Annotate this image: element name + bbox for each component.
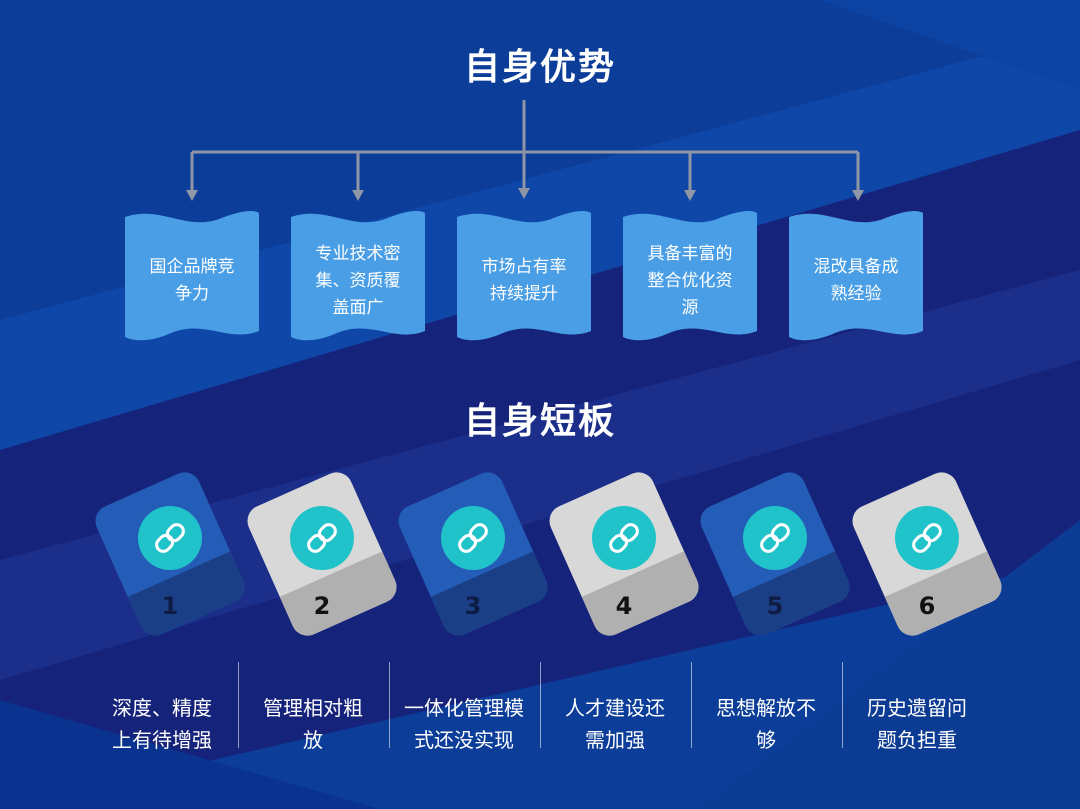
link-icon <box>458 523 488 553</box>
banner-shape <box>457 211 591 341</box>
link-icon-circle <box>441 506 505 570</box>
banner-shape <box>291 211 425 341</box>
tag-number: 1 <box>161 592 179 620</box>
separator-line <box>238 662 239 748</box>
advantage-banner-reform-experience: 混改具备成熟经验 <box>783 205 929 347</box>
text-line: 混改具备成 <box>813 257 899 277</box>
text-line: 一体化管理模 <box>404 696 524 720</box>
text-line: 盖面广 <box>332 297 384 318</box>
link-icon-circle <box>895 506 959 570</box>
link-icon-circle <box>138 506 202 570</box>
text-line: 熟经验 <box>830 284 882 304</box>
advantages-title: 自身优势 <box>463 47 616 88</box>
tag-number: 5 <box>766 592 784 620</box>
link-icon-circle <box>592 506 656 570</box>
weakness-tag-3: 3 <box>393 467 553 641</box>
text-line: 人才建设还 <box>565 696 665 720</box>
text-line: 够 <box>756 728 776 752</box>
text-line: 题负担重 <box>877 728 957 752</box>
advantage-banner-resources: 具备丰富的整合优化资源 <box>617 205 763 347</box>
banner-shape <box>789 211 923 341</box>
text-line: 专业技术密 <box>315 243 401 264</box>
weakness-text-5: 思想解放不够 <box>696 692 836 756</box>
link-icon <box>609 523 639 553</box>
tag-number: 6 <box>918 592 936 620</box>
separator-line <box>540 662 541 748</box>
separator-line <box>389 662 390 748</box>
text-line: 上有待增强 <box>112 728 212 752</box>
link-icon <box>155 523 185 553</box>
weakness-tag-2: 2 <box>242 467 402 641</box>
advantage-label: 国企品牌竞争力 <box>133 233 251 329</box>
weakness-text-3: 一体化管理模式还没实现 <box>394 692 534 756</box>
link-icon-circle <box>743 506 807 570</box>
banner-shape <box>623 211 757 341</box>
advantage-banner-brand: 国企品牌竞争力 <box>119 205 265 347</box>
text-line: 整合优化资 <box>647 270 733 291</box>
advantage-label: 具备丰富的整合优化资源 <box>631 233 749 329</box>
text-line: 集、资质覆 <box>315 270 401 291</box>
text-line: 国企品牌竞 <box>149 257 235 277</box>
text-line: 思想解放不 <box>716 696 816 720</box>
link-icon-circle <box>290 506 354 570</box>
advantage-label: 市场占有率持续提升 <box>465 233 583 329</box>
text-line: 市场占有率 <box>481 257 567 277</box>
advantage-banner-technology: 专业技术密集、资质覆盖面广 <box>285 205 431 347</box>
text-line: 源 <box>681 297 699 318</box>
weakness-tag-1: 1 <box>90 467 250 641</box>
weakness-tag-4: 4 <box>544 467 704 641</box>
weakness-tag-6: 6 <box>847 467 1007 641</box>
link-icon <box>912 523 942 553</box>
tag-number: 4 <box>615 592 633 620</box>
text-line: 持续提升 <box>490 284 558 304</box>
banner-shape <box>125 211 259 341</box>
advantage-label: 专业技术密集、资质覆盖面广 <box>299 233 417 329</box>
text-line: 放 <box>303 728 323 752</box>
advantage-banner-market-share: 市场占有率持续提升 <box>451 205 597 347</box>
link-icon <box>307 523 337 553</box>
text-line: 管理相对粗 <box>263 696 363 720</box>
text-line: 需加强 <box>585 728 645 752</box>
weakness-text-6: 历史遗留问题负担重 <box>847 692 987 756</box>
tag-number: 3 <box>464 592 482 620</box>
text-line: 式还没实现 <box>414 728 514 752</box>
text-line: 深度、精度 <box>112 696 212 720</box>
separator-line <box>842 662 843 748</box>
tag-number: 2 <box>313 592 331 620</box>
text-line: 历史遗留问 <box>867 696 967 720</box>
weakness-tag-5: 5 <box>695 467 855 641</box>
weakness-text-4: 人才建设还需加强 <box>545 692 685 756</box>
weakness-text-1: 深度、精度上有待增强 <box>92 692 232 756</box>
weakness-text-2: 管理相对粗放 <box>243 692 383 756</box>
weaknesses-title: 自身短板 <box>463 401 616 442</box>
separator-line <box>691 662 692 748</box>
link-icon <box>760 523 790 553</box>
text-line: 具备丰富的 <box>647 243 733 264</box>
text-line: 争力 <box>175 284 209 304</box>
advantage-label: 混改具备成熟经验 <box>797 233 915 329</box>
